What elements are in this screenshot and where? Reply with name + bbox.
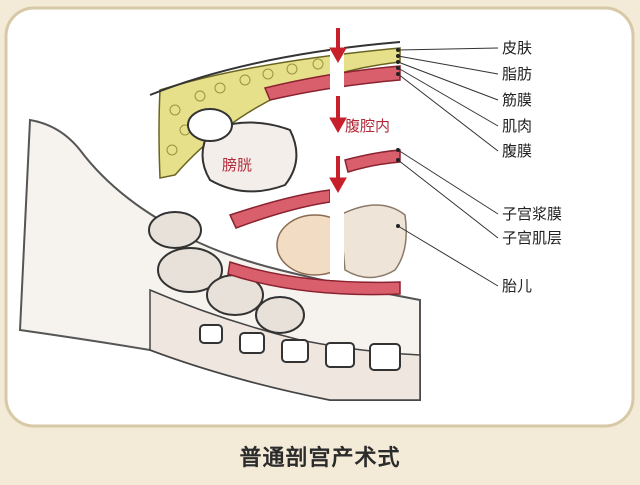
vertebra (369, 343, 401, 371)
incision-arrow-3 (329, 156, 347, 194)
fat-texture (166, 58, 324, 156)
intestine-loop (157, 247, 223, 293)
label-myometrium: 子宫肌层 (502, 229, 562, 247)
label-uterine-serosa: 子宫浆膜 (502, 205, 562, 223)
vertebrae (199, 324, 401, 371)
bladder-label: 膀胱 (222, 156, 252, 174)
intestine-loop (148, 211, 202, 249)
intestine-loop (255, 296, 305, 334)
incision-arrow-2 (329, 96, 347, 134)
skin-line (149, 41, 401, 96)
vertebra (281, 339, 309, 363)
leader-lines (397, 47, 499, 287)
label-skin: 皮肤 (502, 39, 532, 57)
vertebra (239, 332, 265, 354)
label-fat: 脂肪 (502, 65, 532, 83)
bladder (201, 121, 298, 193)
diagram-caption: 普通剖宫产术式 (239, 446, 401, 471)
label-muscle: 肌肉 (502, 117, 532, 135)
incision-arrows (329, 28, 347, 194)
label-fetus: 胎儿 (502, 277, 532, 295)
pubic-bone (187, 108, 233, 142)
label-fascia: 筋膜 (502, 91, 532, 109)
abdominal-cavity-label: 腹腔内 (345, 117, 390, 135)
incision-arrow-1 (329, 28, 347, 64)
intestines (148, 211, 305, 334)
fetus-body (339, 204, 407, 279)
label-peritoneum: 腹膜 (502, 142, 532, 160)
vertebra (325, 342, 355, 368)
vertebra (199, 324, 223, 344)
leader-dots (396, 48, 400, 228)
uterus-lower-wall (227, 261, 401, 296)
